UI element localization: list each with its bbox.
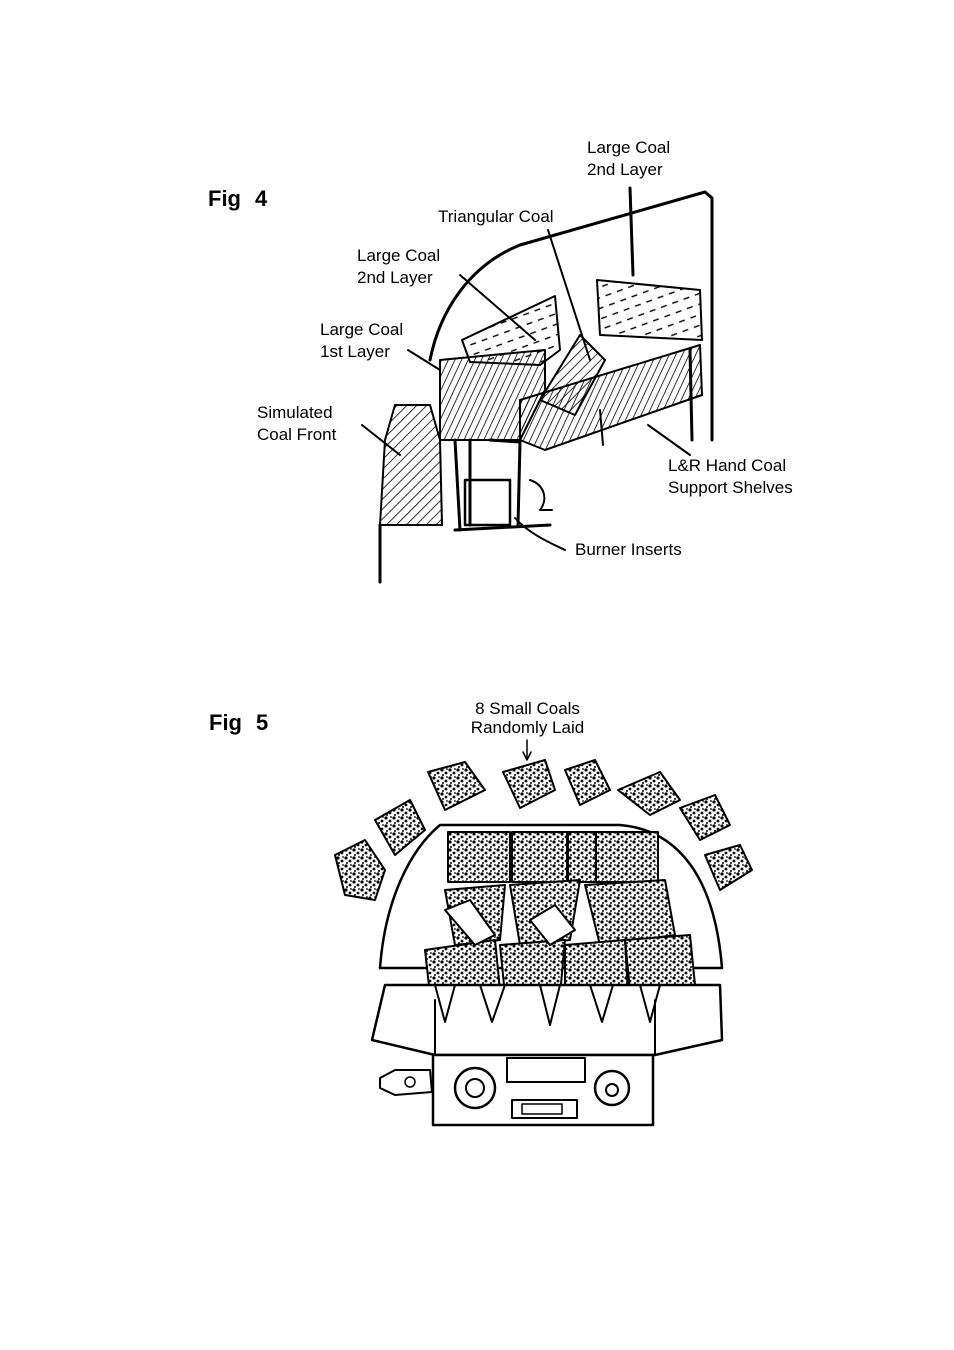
small-coal — [565, 760, 610, 805]
small-coal — [428, 762, 485, 810]
small-coal — [503, 760, 555, 808]
large-coal-2nd-layer-right — [597, 280, 702, 340]
control-knob-left — [455, 1068, 495, 1108]
fig4-drawing — [362, 188, 712, 582]
control-display — [507, 1058, 585, 1082]
coal-front-fret — [372, 985, 722, 1055]
fig5-drawing — [335, 740, 752, 1125]
control-connector — [380, 1070, 432, 1095]
burner-inserts — [455, 440, 550, 530]
small-coal — [680, 795, 730, 840]
small-coal — [335, 840, 385, 900]
control-knob-right — [595, 1071, 629, 1105]
small-coal — [375, 800, 425, 855]
small-coal — [705, 845, 752, 890]
simulated-coal-front — [380, 405, 442, 525]
coal-bed — [425, 832, 695, 995]
small-coal — [618, 772, 680, 815]
large-coal-2nd-layer-left — [462, 296, 560, 365]
